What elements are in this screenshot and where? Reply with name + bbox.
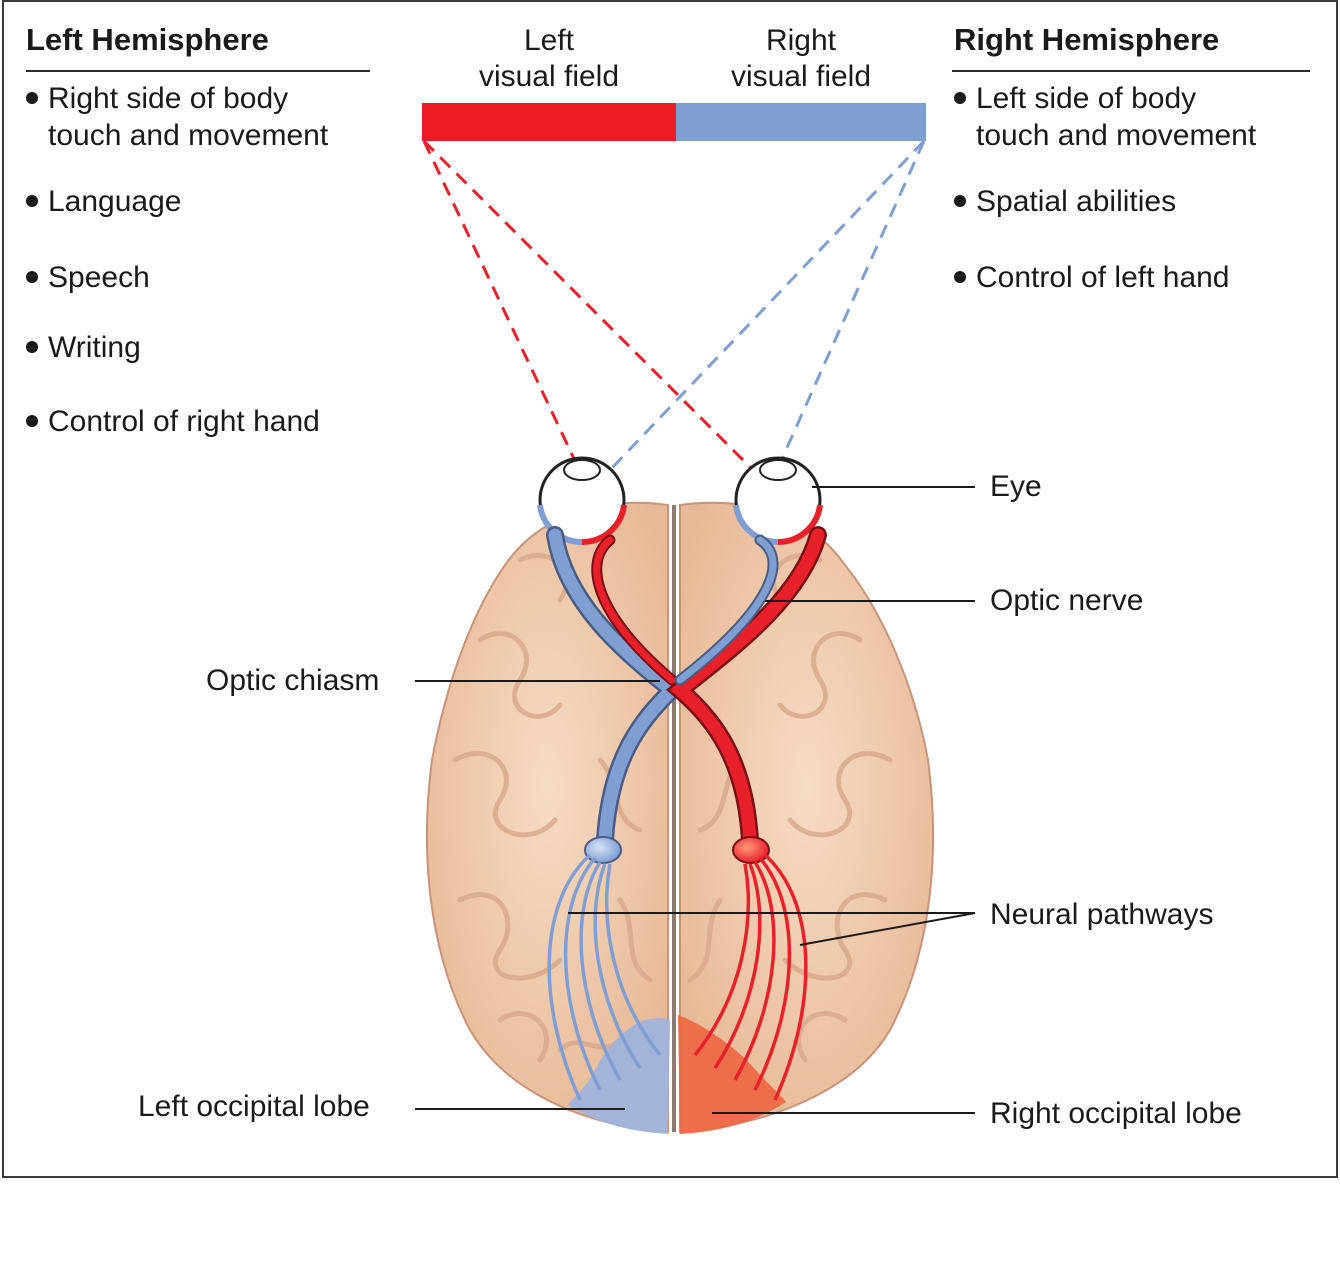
list-item: Spatial abilities — [954, 183, 1176, 220]
eye-label: Eye — [990, 470, 1042, 503]
left-visual-field-bar — [422, 103, 676, 141]
list-item: Writing — [26, 329, 141, 366]
left-hemisphere-heading: Left Hemisphere — [26, 22, 269, 57]
list-item: Speech — [26, 259, 150, 296]
neural-pathways-leader-right — [799, 912, 976, 946]
diagram-frame — [2, 0, 1338, 1178]
left-field-dash-to-left-eye — [422, 140, 612, 536]
right-occipital-lobe-label: Right occipital lobe — [990, 1097, 1242, 1130]
right-occipital-lobe-region — [678, 1015, 786, 1134]
neural-pathways-label: Neural pathways — [990, 898, 1214, 931]
list-item: Left side of body touch and movement — [954, 80, 1256, 154]
left-eye-shape — [537, 456, 627, 546]
right-neural-pathways — [693, 853, 808, 1101]
right-visual-field-label: Right visual field — [730, 24, 872, 93]
right-eye-shape — [733, 456, 823, 546]
right-hemisphere-heading: Right Hemisphere — [954, 22, 1220, 57]
list-item: Right side of body touch and movement — [26, 80, 328, 154]
left-neural-pathways — [547, 853, 662, 1101]
list-item: Control of right hand — [26, 403, 320, 440]
right-field-dash-to-right-eye — [746, 140, 926, 536]
left-geniculate-node — [584, 836, 622, 864]
right-geniculate-node — [732, 836, 770, 864]
left-visual-field-label: Left visual field — [478, 24, 620, 93]
right-heading-rule — [952, 70, 1310, 72]
brain — [425, 501, 935, 1134]
list-item: Control of left hand — [954, 259, 1230, 296]
left-hemisphere-shape — [425, 501, 669, 1134]
optic-nerve-label: Optic nerve — [990, 584, 1144, 617]
optic-chiasm-label: Optic chiasm — [206, 664, 380, 697]
right-visual-field-bar — [676, 103, 926, 141]
left-heading-rule — [26, 70, 370, 72]
list-item: Language — [26, 183, 181, 220]
left-occipital-lobe-label: Left occipital lobe — [138, 1090, 370, 1123]
